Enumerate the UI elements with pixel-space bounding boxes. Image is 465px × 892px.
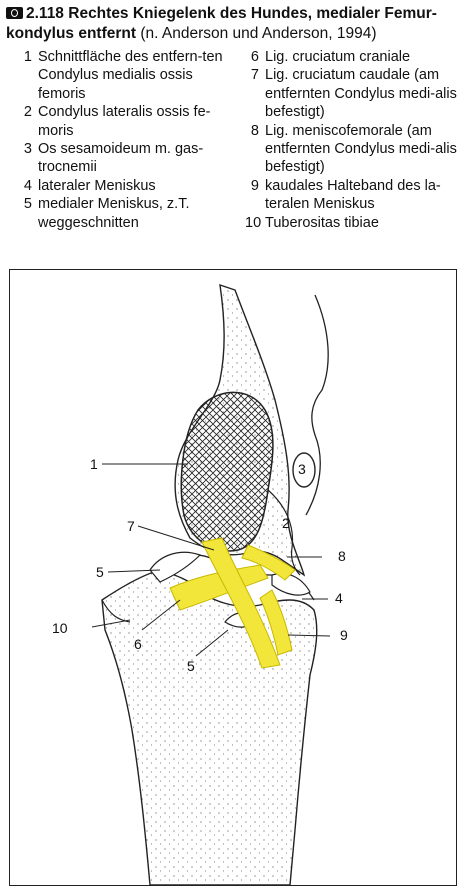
legend-item: 1 Schnittfläche des entfern-ten Condylus… — [12, 48, 237, 103]
leader-lines — [91, 463, 331, 657]
legend-item: 3 Os sesamoideum m. gas-trocnemii — [12, 140, 237, 177]
figure-label: 6 — [134, 636, 142, 652]
meniscofemoral-ligament — [241, 544, 296, 581]
legend-text: Lig. cruciatum craniale — [265, 49, 411, 65]
knee-drawing — [91, 283, 331, 886]
caudal-cruciate-ligament — [201, 537, 281, 669]
legend-text: lateraler Meniskus — [38, 177, 156, 194]
figure-label: 7 — [127, 518, 135, 534]
legend-item: 4 lateraler Meniskus — [12, 177, 237, 195]
knee-illustration: 1 2 3 4 5 5 6 7 8 9 10 — [9, 269, 457, 886]
legend-item: 10 Tuberositas tibiae — [245, 214, 463, 232]
legend-number: 5 — [23, 196, 32, 213]
figure-caption: 2.118 Rechtes Kniegelenk des Hundes, med… — [6, 4, 461, 44]
legend-number: 6 — [250, 49, 259, 65]
legend-text: Condylus lateralis ossis fe-moris — [38, 104, 211, 139]
legend-number: 7 — [250, 67, 259, 84]
legend-number: 9 — [250, 177, 259, 194]
figure-number: 2.118 — [26, 5, 64, 22]
cranial-cruciate-ligament — [169, 564, 269, 611]
legend-number: 3 — [23, 141, 32, 158]
legend-item: 6 Lig. cruciatum craniale — [245, 48, 463, 66]
figure-label: 3 — [298, 461, 306, 477]
legend-left: 1 Schnittfläche des entfern-ten Condylus… — [12, 48, 237, 232]
legend-number: 4 — [23, 177, 32, 194]
trochlea-outline — [305, 294, 329, 516]
legend-right: 6 Lig. cruciatum craniale 7 Lig. cruciat… — [245, 48, 463, 232]
legend-text: Tuberositas tibiae — [265, 214, 379, 231]
legend-text: medialer Meniskus, z.T. weggeschnitten — [38, 196, 190, 231]
caudal-meniscal-ligament — [259, 589, 293, 656]
figure-label: 1 — [90, 456, 98, 472]
figure-icon — [6, 7, 23, 19]
legend-item: 8 Lig. meniscofemorale (am entfernten Co… — [245, 122, 463, 177]
legend-text: kaudales Halteband des la-teralen Menisk… — [265, 177, 441, 213]
legend-item: 9 kaudales Halteband des la-teralen Meni… — [245, 177, 463, 214]
figure-label: 4 — [335, 590, 343, 606]
figure-label: 10 — [52, 620, 68, 636]
legend-text: Lig. meniscofemorale (am entfernten Cond… — [265, 122, 457, 176]
tibial-tuberosity — [101, 599, 131, 623]
lateral-meniscus — [271, 572, 311, 596]
legend-text: Os sesamoideum m. gas-trocnemii — [38, 141, 204, 176]
sesamoid-bone — [292, 452, 316, 488]
legend-item: 2 Condylus lateralis ossis fe-moris — [12, 103, 237, 140]
legend-number: 10 — [245, 214, 262, 231]
legend-text: Lig. cruciatum caudale (am entfernten Co… — [265, 67, 457, 121]
medial-meniscus — [149, 551, 202, 583]
legend-number: 8 — [250, 122, 259, 139]
figure-label: 2 — [282, 515, 290, 531]
figure-source: (n. Anderson und Anderson, 1994) — [140, 25, 377, 42]
cut-surface-condyle — [180, 391, 274, 552]
lateral-condyle-outline — [267, 489, 301, 576]
legend-item: 5 medialer Meniskus, z.T. weggeschnitten — [12, 195, 237, 232]
figure-title-line-2: kondylus entfernt — [6, 25, 137, 42]
figure-label: 5 — [96, 564, 104, 580]
figure-title-line-1: Rechtes Kniegelenk des Hundes, medialer … — [68, 5, 437, 22]
figure-label: 9 — [340, 627, 348, 643]
legend-text: Schnittfläche des entfern-ten Condylus m… — [38, 49, 223, 102]
legend-number: 1 — [23, 49, 32, 65]
legend-item: 7 Lig. cruciatum caudale (am entfernten … — [245, 66, 463, 121]
figure-label: 5 — [187, 658, 195, 674]
legend-number: 2 — [23, 104, 32, 121]
tibia-outline — [101, 569, 318, 886]
figure-label: 8 — [338, 548, 346, 564]
